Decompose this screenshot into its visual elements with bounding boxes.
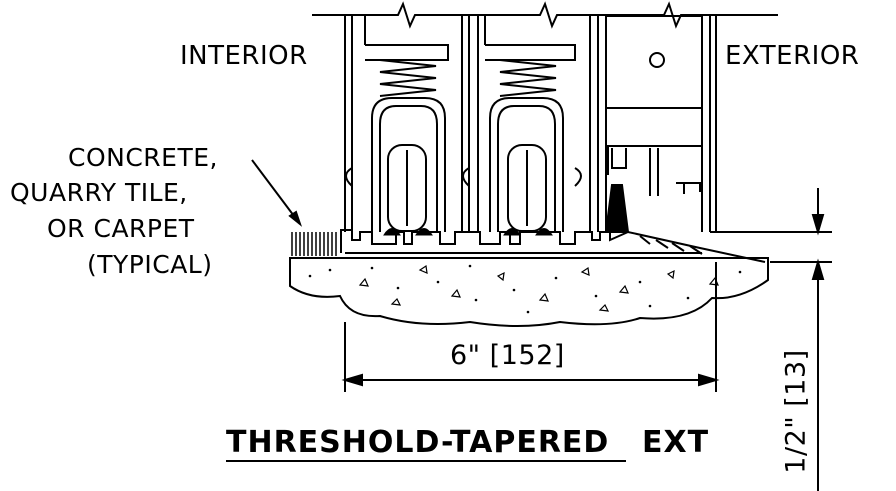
interior-label: INTERIOR [180, 41, 308, 71]
wheel-left [387, 144, 427, 232]
concrete-aggregate [358, 264, 719, 312]
concrete-label: CONCRETE, [68, 143, 218, 172]
upper-box-mid [485, 44, 576, 61]
carpet-leader [251, 159, 301, 225]
concrete-dots [308, 264, 742, 314]
carpet-label: OR CARPET [47, 214, 195, 243]
top-break-line [312, 1, 778, 29]
brush-seal [604, 184, 630, 233]
upper-box-left [365, 44, 449, 61]
frame-verticals [344, 15, 717, 232]
exterior-channel [607, 145, 703, 196]
concrete-slab [289, 257, 769, 327]
panel-hole-icon [649, 52, 665, 68]
quarry-tile-label: QUARRY TILE, [10, 178, 188, 207]
carriage-mid [489, 97, 564, 232]
exterior-label: EXTERIOR [725, 41, 860, 71]
threshold-profile [340, 229, 766, 263]
spring-left [379, 59, 437, 97]
height-dimension-label: 1/2" [13] [780, 349, 812, 474]
spring-mid [499, 59, 557, 97]
exterior-panel [605, 15, 703, 109]
carriage-left [371, 97, 446, 232]
typical-label: (TYPICAL) [87, 250, 213, 279]
title-main: THRESHOLD-TAPERED [226, 425, 610, 460]
carpet-hatch [291, 232, 337, 256]
width-dimension-label: 6" [152] [450, 340, 565, 371]
ramp-hatch [639, 235, 703, 255]
title-ext: EXT [642, 425, 710, 460]
